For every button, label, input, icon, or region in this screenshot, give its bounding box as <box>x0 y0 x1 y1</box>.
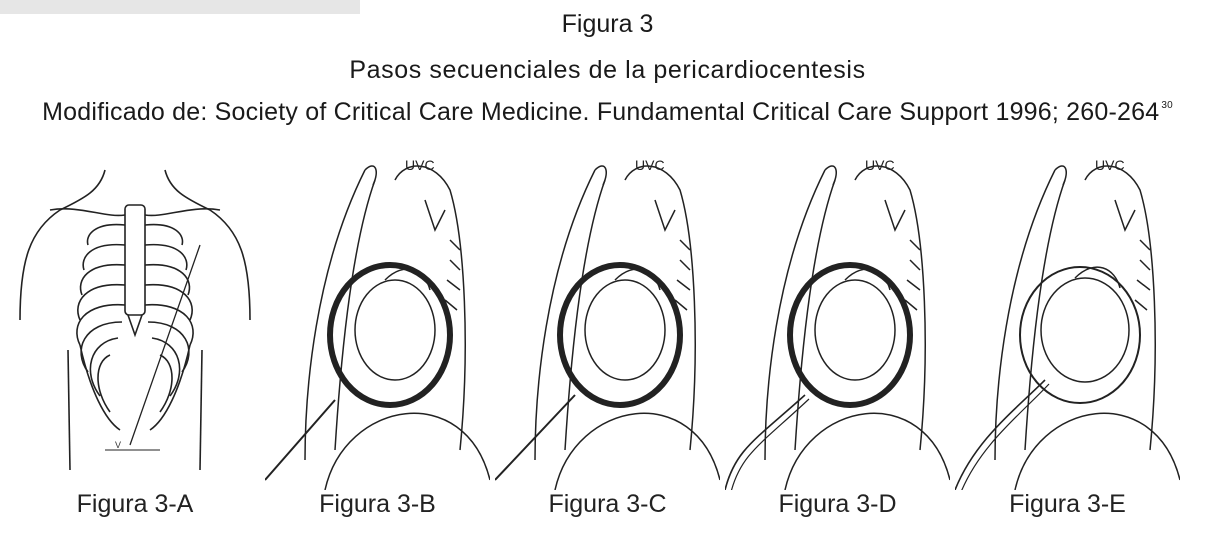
handwritten-label: UVC <box>635 157 665 173</box>
figure-title: Figura 3 <box>0 10 1215 39</box>
panel-b: UVC Figura 3-B <box>265 150 490 530</box>
panel-b-caption: Figura 3-B <box>265 490 490 519</box>
heart-catheter-illustration: UVC <box>725 150 950 490</box>
figure-source: Modificado de: Society of Critical Care … <box>0 98 1215 127</box>
panel-d-caption: Figura 3-D <box>725 490 950 519</box>
heart-catheter-illustration: UVC <box>955 150 1180 490</box>
chest-skeleton-illustration: V <box>10 150 260 480</box>
figure-source-text: Modificado de: Society of Critical Care … <box>42 98 1159 126</box>
figure-source-ref: 30 <box>1161 100 1173 111</box>
heart-needle-illustration: UVC <box>265 150 490 490</box>
heart-needle-illustration: UVC <box>495 150 720 490</box>
panel-e: UVC Figura 3-E <box>955 150 1180 530</box>
panel-c-caption: Figura 3-C <box>495 490 720 519</box>
panel-a-caption: Figura 3-A <box>10 490 260 519</box>
figure-subtitle: Pasos secuenciales de la pericardiocente… <box>0 56 1215 85</box>
panel-a: V Figura 3-A <box>10 150 260 530</box>
handwritten-label: V <box>115 440 121 450</box>
panel-c: UVC Figura 3-C <box>495 150 720 530</box>
handwritten-label: UVC <box>865 157 895 173</box>
panel-d: UVC Figura 3-D <box>725 150 950 530</box>
panel-e-caption: Figura 3-E <box>955 490 1180 519</box>
handwritten-label: UVC <box>405 157 435 173</box>
handwritten-label: UVC <box>1095 157 1125 173</box>
